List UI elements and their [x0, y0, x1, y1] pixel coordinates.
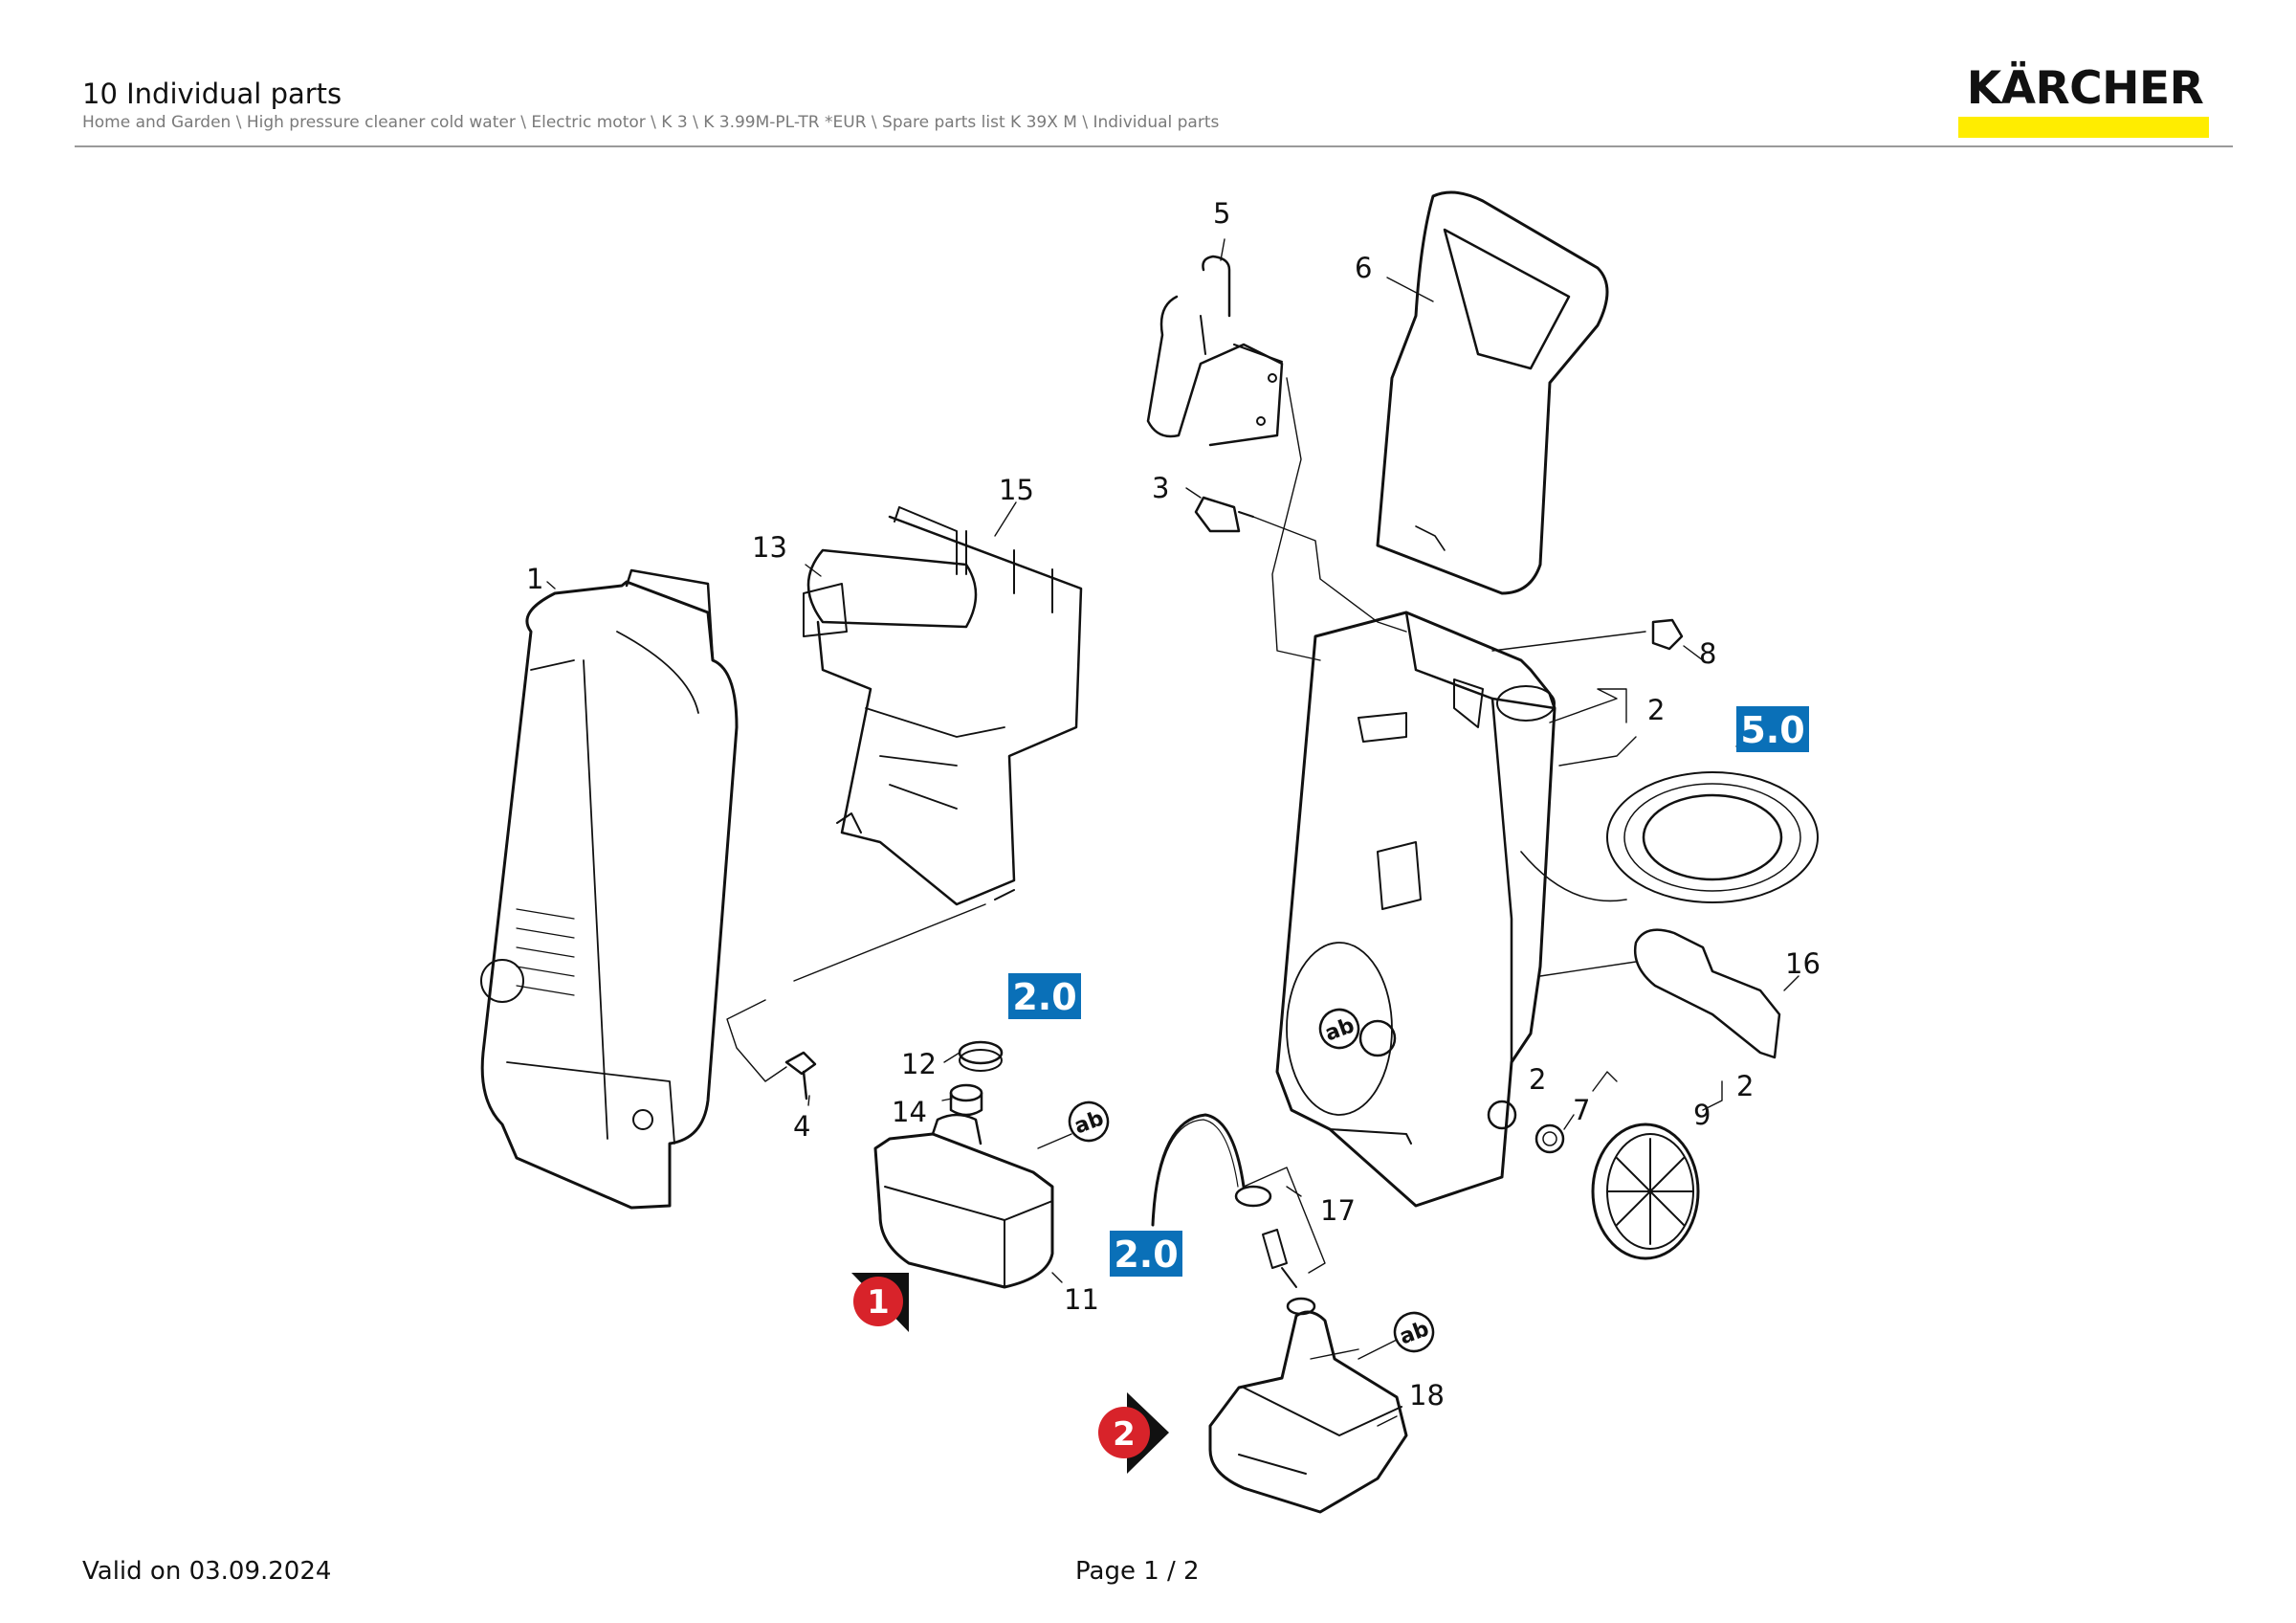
part-16: [1633, 928, 1781, 1059]
part-label: 4: [793, 1110, 810, 1143]
part-label: 2: [1529, 1063, 1546, 1096]
part-label: 1: [526, 563, 543, 595]
glue-mark-icon: ab: [1318, 1008, 1360, 1050]
karcher-logo: KÄRCHER: [1958, 65, 2212, 138]
part-main-housing: [1275, 611, 1556, 1208]
header-divider: [75, 145, 2233, 147]
part-label: 11: [1064, 1283, 1099, 1316]
part-8: [1651, 618, 1684, 651]
glue-mark-icon: ab: [1068, 1101, 1110, 1143]
page-title: 10 Individual parts: [82, 78, 342, 110]
part-wheel: [1591, 1123, 1700, 1260]
part-label: 7: [1573, 1094, 1590, 1126]
part-3: [1194, 496, 1254, 533]
part-7: [1534, 1123, 1565, 1154]
part-label: 2: [1736, 1070, 1754, 1102]
part-front-cover: [480, 568, 739, 1210]
part-inner-frame: [803, 506, 1083, 906]
part-label: 14: [892, 1096, 927, 1128]
part-number-labels: 1 2 2 2 3 4 5 6 7 8 9 11 12 13 14 15 16 …: [526, 197, 1821, 1412]
glue-mark-icon: ab: [1393, 1311, 1435, 1353]
svg-text:5.0: 5.0: [1740, 709, 1804, 751]
breadcrumb: Home and Garden \ High pressure cleaner …: [82, 113, 1220, 132]
part-label: 6: [1355, 252, 1372, 284]
part-label: 3: [1152, 472, 1169, 504]
part-screw: [784, 1051, 817, 1101]
svg-text:2: 2: [1113, 1415, 1136, 1454]
badge-2-0-bottom: 2.0: [1110, 1231, 1182, 1277]
part-holder: [1146, 255, 1284, 447]
svg-text:2.0: 2.0: [1114, 1234, 1178, 1276]
part-tank: [873, 1113, 1054, 1289]
svg-text:1: 1: [867, 1283, 890, 1322]
part-label: 16: [1785, 947, 1821, 980]
step-marker-2: 2: [1098, 1392, 1169, 1474]
badge-5-0: 5.0: [1736, 706, 1809, 752]
logo-yellow-bar: [1958, 117, 2209, 138]
part-handle: [1376, 190, 1609, 595]
part-label: 17: [1320, 1194, 1356, 1227]
page-number: Page 1 / 2: [1075, 1557, 1200, 1586]
leader-lines: [546, 238, 1799, 1427]
part-label: 18: [1409, 1379, 1445, 1412]
part-hose: [1520, 771, 1819, 903]
glue-marks: ab ab ab: [1068, 1008, 1435, 1353]
exploded-parts-diagram: 1 2 2 2 3 4 5 6 7 8 9 11 12 13 14 15 16 …: [480, 190, 1821, 1514]
part-18: [1208, 1310, 1408, 1514]
part-label: 8: [1699, 637, 1716, 670]
step-marker-1: 1: [851, 1273, 909, 1332]
part-label: 9: [1693, 1099, 1711, 1131]
part-label: 15: [999, 474, 1034, 506]
part-label: 12: [901, 1048, 937, 1080]
valid-date: Valid on 03.09.2024: [82, 1557, 332, 1586]
part-label: 2: [1647, 694, 1665, 726]
logo-text: KÄRCHER: [1966, 62, 2204, 115]
svg-text:2.0: 2.0: [1012, 976, 1076, 1018]
part-label: 5: [1213, 197, 1230, 230]
badge-2-0-top: 2.0: [1008, 973, 1081, 1019]
part-17: [1151, 1113, 1316, 1316]
part-label: 13: [752, 531, 787, 564]
